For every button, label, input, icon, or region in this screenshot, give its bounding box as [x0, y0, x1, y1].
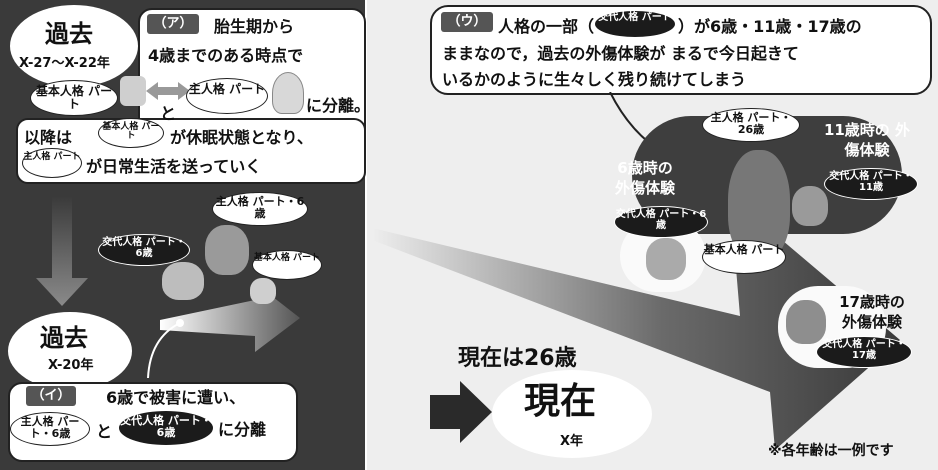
- explanation-part1: 人格の一部（: [498, 17, 595, 36]
- past2-main-pill: 主人格 パート・6歳: [10, 412, 90, 446]
- trauma17-title: 17歳時の 外傷体験: [839, 293, 905, 331]
- main26-pill: 主人格 パート・26歳: [702, 108, 800, 142]
- trauma17-pill: 交代人格 パート・17歳: [816, 336, 912, 368]
- present-circle: [492, 370, 652, 458]
- base-adult-pill: 基本人格 パート: [702, 240, 786, 274]
- main-personality-baby: [272, 72, 304, 114]
- present-arrow: [430, 381, 492, 443]
- present-title: 現在: [524, 381, 597, 422]
- past2-alt-pill: 交代人格 パート・6歳: [118, 410, 214, 446]
- past2-pointer: [147, 319, 184, 379]
- trauma11-child: [792, 186, 828, 226]
- past2-split: に分離: [218, 420, 267, 439]
- down-arrow: [36, 196, 88, 306]
- past2-title: 過去: [40, 324, 88, 352]
- explanation-alt-pill: 交代人格 パート: [594, 10, 676, 38]
- base-personality-figure: [120, 76, 146, 106]
- main-personality-small-pill: 主人格 パート: [22, 148, 82, 178]
- trauma11-pill: 交代人格 パート・11歳: [824, 168, 918, 200]
- main-personality-pill: 主人格 パート: [186, 78, 268, 114]
- past1-split: に分離。: [306, 96, 371, 115]
- base-personality-pill: 基本人格 パート: [30, 80, 118, 116]
- explanation-tag: （ウ）: [441, 12, 493, 32]
- child-alt-figure: [162, 262, 204, 300]
- past1-cloud: [10, 5, 138, 87]
- past1-after: 以降は: [24, 128, 73, 147]
- base-personality-small-pill: 基本人格 パート: [98, 118, 164, 148]
- past1-to: と: [160, 104, 177, 123]
- footnote: ※各年齢は一例です: [768, 443, 894, 459]
- child-main-figure: [205, 225, 249, 275]
- child-base-figure: [250, 278, 276, 304]
- past2-line1: 6歳で被害に遭い、: [106, 388, 246, 407]
- past1-daily: が日常生活を送っていく: [86, 157, 262, 176]
- main6-pill: 主人格 パート・6歳: [212, 192, 308, 226]
- past1-line2: 4歳までのある時点で: [148, 46, 304, 65]
- past2-to: と: [96, 422, 113, 441]
- trauma6-pill: 交代人格 パート・6歳: [614, 206, 708, 238]
- explanation-line3: いるかのように生々しく残り続けてしまう: [442, 70, 747, 89]
- present-year: X年: [560, 434, 584, 449]
- past1-range: X-27〜X-22年: [19, 56, 110, 71]
- present-headline: 現在は26歳: [458, 346, 577, 371]
- past2-range: X-20年: [48, 358, 94, 373]
- past1-dormant: が休眠状態となり、: [170, 128, 313, 147]
- trauma11-title: 11歳時の 外傷体験: [823, 121, 911, 159]
- past2-cloud: [8, 312, 132, 390]
- alt6-pill: 交代人格 パート・6歳: [98, 234, 190, 266]
- trauma6-title: 6歳時の 外傷体験: [614, 159, 675, 197]
- past1-title: 過去: [45, 20, 93, 48]
- past1-tag: （ア）: [147, 14, 199, 34]
- past2-tag: （イ）: [26, 386, 76, 406]
- trauma17-teen: [786, 300, 826, 344]
- past1-line1: 胎生期から: [214, 17, 295, 36]
- explanation-bubble: [430, 5, 932, 95]
- explanation-part2: ）が6歳・11歳・17歳の: [678, 17, 862, 36]
- explanation-line2: ままなので，過去の外傷体験が まるで今日起きて: [442, 44, 799, 63]
- split-double-arrow: [146, 82, 190, 100]
- trauma6-child: [646, 238, 686, 280]
- base6-pill: 基本人格 パート: [252, 250, 322, 280]
